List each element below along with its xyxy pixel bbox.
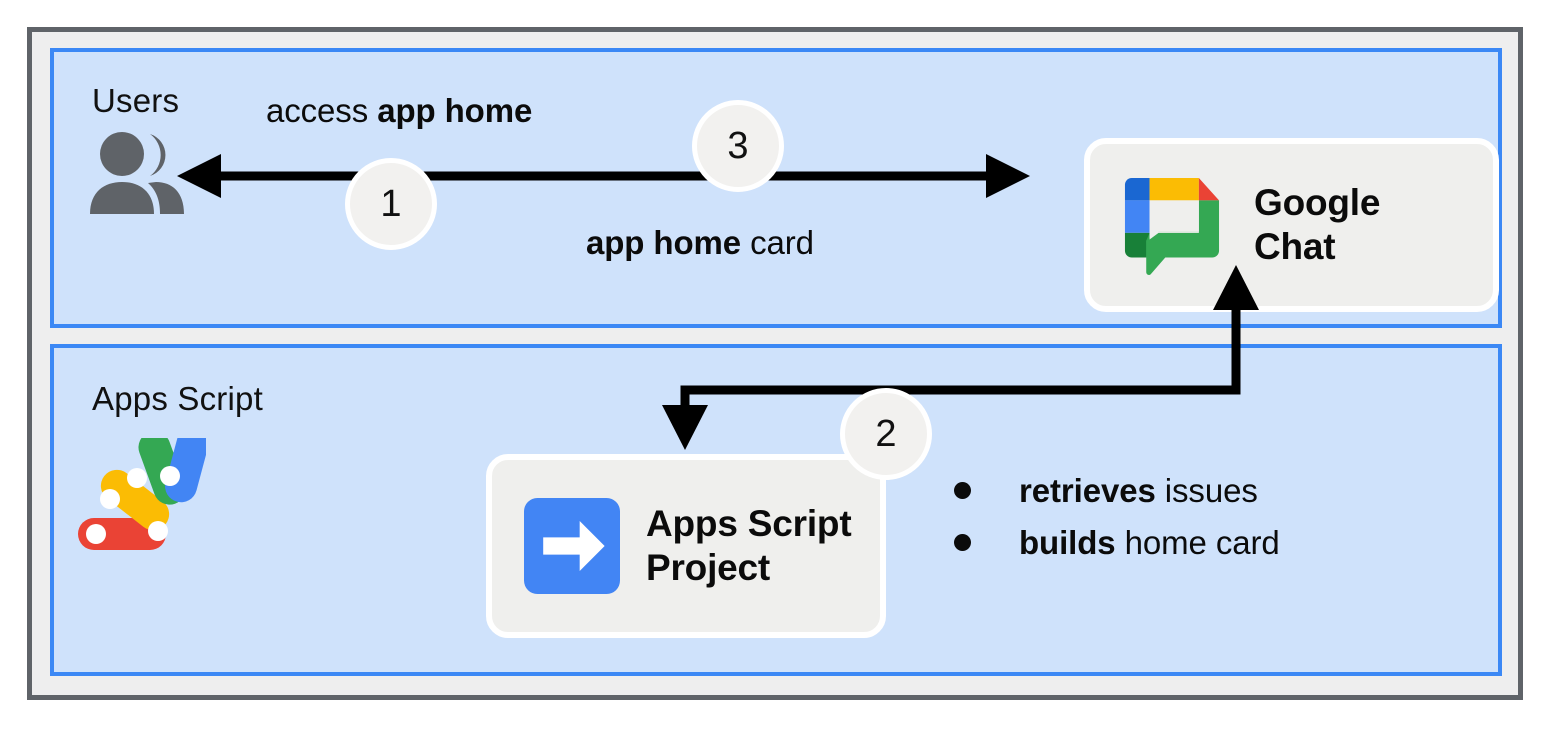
node-google-chat[interactable]: Google Chat (1084, 138, 1499, 312)
flow-label-access-bold: app home (377, 92, 533, 129)
panel-users: Users Google Chat acce (50, 48, 1502, 328)
step-circle-2: 2 (840, 388, 932, 480)
bullet-dot-icon (954, 534, 971, 551)
flow-label-card: app home card (586, 224, 814, 262)
panel-apps-script: Apps Script Apps Script Project (50, 344, 1502, 676)
step-circle-3: 3 (692, 100, 784, 192)
action-verb: builds (1019, 524, 1116, 561)
action-object: home card (1115, 524, 1280, 561)
step-number: 2 (875, 412, 897, 455)
panel-title-users: Users (92, 82, 180, 119)
node-label-google-chat: Google Chat (1254, 182, 1381, 267)
node-label-apps-script-project: Apps Script Project (646, 503, 852, 588)
flow-label-card-bold: app home (586, 224, 742, 261)
panel-title-apps-script: Apps Script (92, 380, 263, 417)
node-apps-script-project[interactable]: Apps Script Project (486, 454, 886, 638)
action-object: issues (1155, 472, 1258, 509)
bullet-dot-icon (954, 482, 971, 499)
step-number: 3 (727, 124, 749, 167)
google-chat-icon (1124, 177, 1220, 276)
step-circle-1: 1 (345, 158, 437, 250)
flow-label-access: access app home (266, 92, 532, 130)
action-list-item: builds home card (954, 524, 1280, 562)
step-number: 1 (380, 182, 402, 225)
apps-script-project-icon (524, 498, 620, 594)
flow-label-card-plain: card (741, 224, 814, 261)
action-list-item: retrieves issues (954, 472, 1280, 510)
action-verb: retrieves (1019, 472, 1156, 509)
apps-script-logo-icon (78, 438, 206, 550)
action-list: retrieves issues builds home card (954, 472, 1280, 576)
flow-label-access-plain: access (266, 92, 378, 129)
users-group-icon (90, 132, 184, 214)
